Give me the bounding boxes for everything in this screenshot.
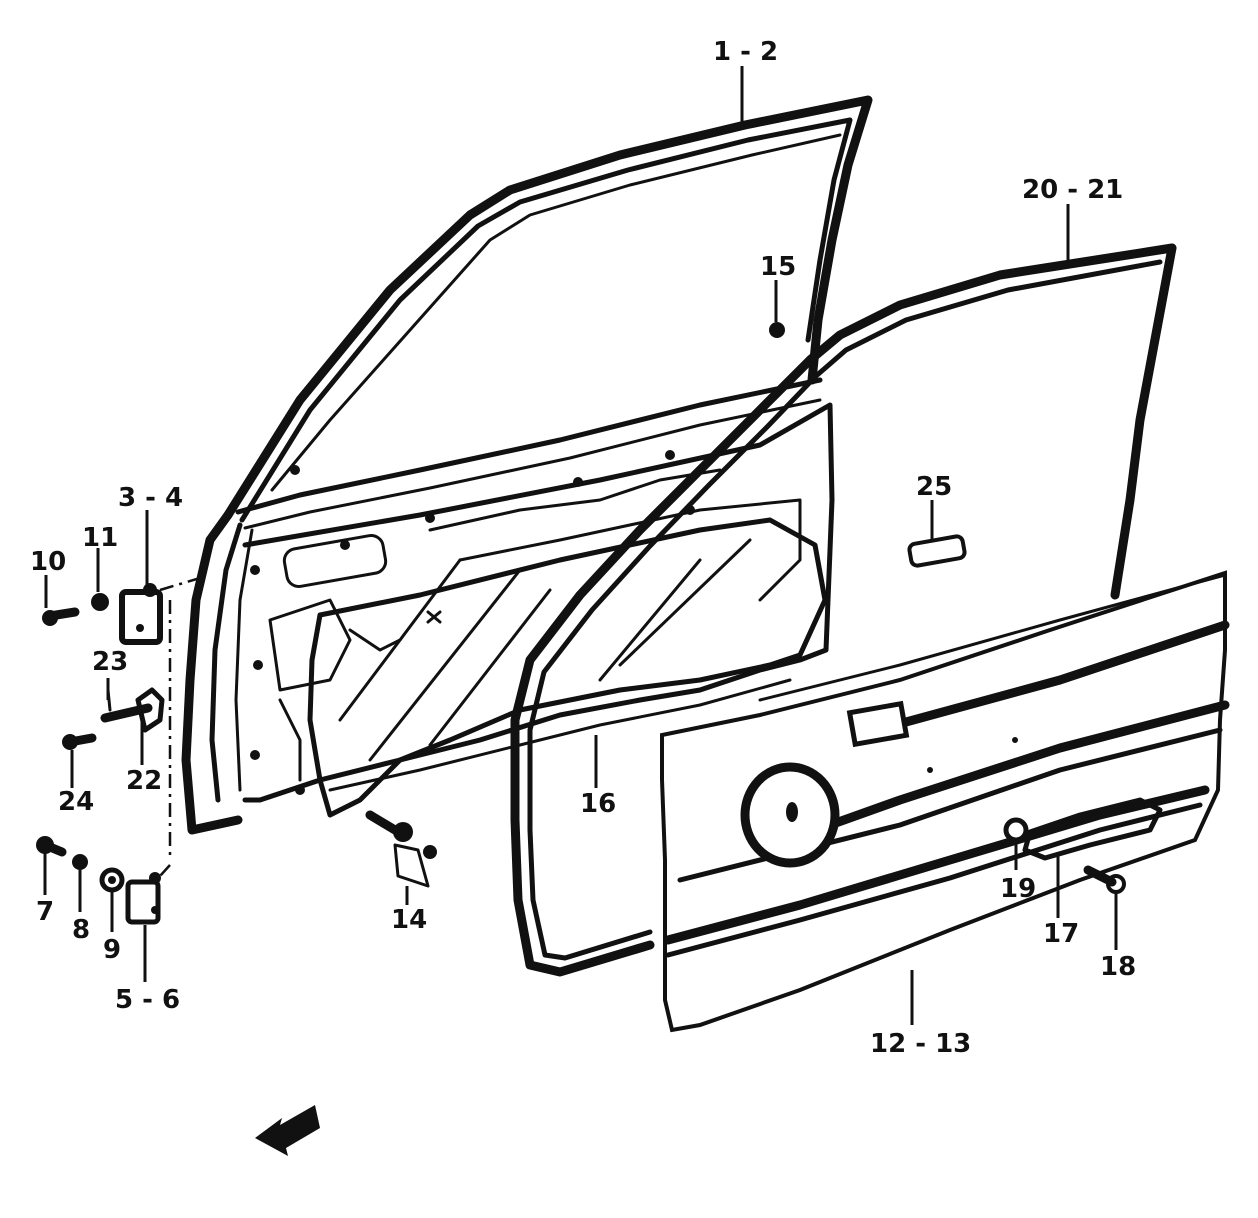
bolts-and-nuts: [36, 322, 1126, 894]
door-trim-panel: [660, 570, 1230, 1033]
callout-10: 10: [30, 547, 66, 577]
sealing-cover: [307, 517, 828, 818]
hinge-reference-line: [159, 576, 201, 877]
callout-1-2: 1 - 2: [713, 37, 778, 67]
front-direction-arrow: [255, 1105, 320, 1156]
callout-7: 7: [36, 897, 54, 927]
callout-5-6: 5 - 6: [115, 985, 180, 1015]
callout-20-21: 20 - 21: [1022, 175, 1123, 205]
callout-14: 14: [391, 905, 427, 935]
callout-19: 19: [1000, 874, 1036, 904]
callout-17: 17: [1043, 919, 1079, 949]
callout-23: 23: [92, 647, 128, 677]
callout-24: 24: [58, 787, 94, 817]
callout-15: 15: [760, 252, 796, 282]
callout-25: 25: [916, 472, 952, 502]
callout-16: 16: [580, 789, 616, 819]
callout-11: 11: [82, 523, 118, 553]
hinge-upper: [119, 583, 163, 645]
door-shell: [181, 95, 873, 835]
door-check: [100, 687, 165, 733]
opening-weatherstrip: [510, 243, 1177, 977]
leader-lines: [43, 66, 1118, 1025]
callout-18: 18: [1100, 952, 1136, 982]
callout-12-13: 12 - 13: [870, 1029, 971, 1059]
callout-3-4: 3 - 4: [118, 483, 183, 513]
callout-22: 22: [126, 766, 162, 796]
callout-8: 8: [72, 915, 90, 945]
callout-9: 9: [103, 935, 121, 965]
callout-labels: 1 - 2 20 - 21 15 25 3 - 4 10 11 23 22 24…: [30, 37, 1136, 1059]
hinge-lower: [125, 872, 161, 925]
